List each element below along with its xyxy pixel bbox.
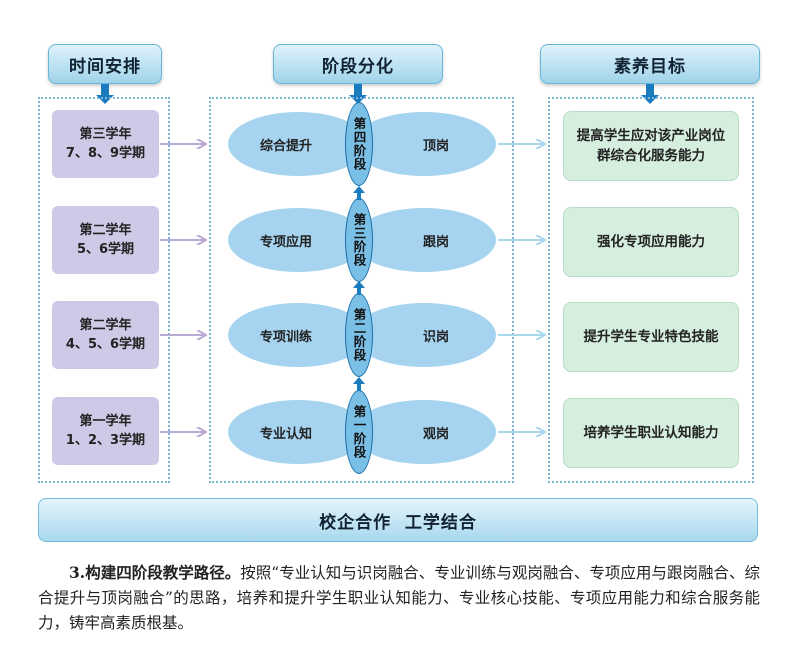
stage-right-label: 观岗 — [422, 426, 449, 442]
paragraph-body: 按照“专业认知与识岗融合、专业训练与观岗融合、专项应用与跟岗融合、综合提升与顶岗… — [38, 564, 760, 632]
term-box: 第三学年 7、8、9学期 — [52, 110, 159, 178]
term-semesters: 5、6学期 — [76, 242, 135, 257]
footer-banner: 校企合作 工学结合 — [38, 498, 758, 542]
term-year: 第二学年 — [79, 318, 132, 333]
term-box: 第二学年 4、5、6学期 — [52, 301, 159, 369]
caption-paragraph: 3.构建四阶段教学路径。按照“专业认知与识岗融合、专业训练与观岗融合、专项应用与… — [38, 560, 760, 636]
header-stage: 阶段分化 — [273, 44, 443, 84]
stage-label-pill: 第四阶段 — [345, 102, 373, 186]
term-semesters: 1、2、3学期 — [65, 433, 146, 448]
stage-label-pill: 第二阶段 — [345, 293, 373, 377]
term-year: 第二学年 — [79, 223, 132, 238]
up-arrow-icon — [353, 281, 365, 295]
stage-panel — [209, 97, 514, 483]
stage-left-label: 专项训练 — [259, 329, 312, 345]
stage-label-pill: 第三阶段 — [345, 198, 373, 282]
term-semesters: 7、8、9学期 — [65, 146, 146, 161]
stage-right-label: 跟岗 — [422, 234, 449, 250]
paragraph-heading: 3.构建四阶段教学路径。 — [69, 563, 241, 582]
up-arrow-icon — [353, 186, 365, 200]
term-semesters: 4、5、6学期 — [65, 337, 146, 352]
term-year: 第一学年 — [79, 414, 132, 429]
term-box: 第一学年 1、2、3学期 — [52, 397, 159, 465]
goal-panel — [548, 97, 754, 483]
down-arrow-icon — [349, 84, 367, 104]
goal-box: 提升学生专业特色技能 — [563, 302, 739, 372]
goal-box: 培养学生职业认知能力 — [563, 398, 739, 468]
stage-left-label: 专项应用 — [259, 234, 312, 250]
goal-box: 提高学生应对该产业岗位群综合化服务能力 — [563, 111, 739, 181]
stage-right-label: 识岗 — [422, 329, 449, 345]
stage-right-ellipse: 识岗 — [352, 303, 496, 367]
stage-right-ellipse: 顶岗 — [352, 112, 496, 176]
stage-left-label: 专业认知 — [259, 426, 312, 442]
stage-right-label: 顶岗 — [422, 138, 449, 154]
time-panel — [38, 97, 170, 483]
term-year: 第三学年 — [79, 127, 132, 142]
down-arrow-icon — [641, 84, 659, 104]
header-goal: 素养目标 — [540, 44, 760, 84]
up-arrow-icon — [353, 377, 365, 391]
stage-right-ellipse: 跟岗 — [352, 208, 496, 272]
stage-left-label: 综合提升 — [259, 138, 312, 154]
goal-box: 强化专项应用能力 — [563, 207, 739, 277]
term-box: 第二学年 5、6学期 — [52, 206, 159, 274]
stage-right-ellipse: 观岗 — [352, 400, 496, 464]
stage-label-pill: 第一阶段 — [345, 390, 373, 474]
header-time: 时间安排 — [48, 44, 162, 84]
down-arrow-icon — [96, 84, 114, 104]
